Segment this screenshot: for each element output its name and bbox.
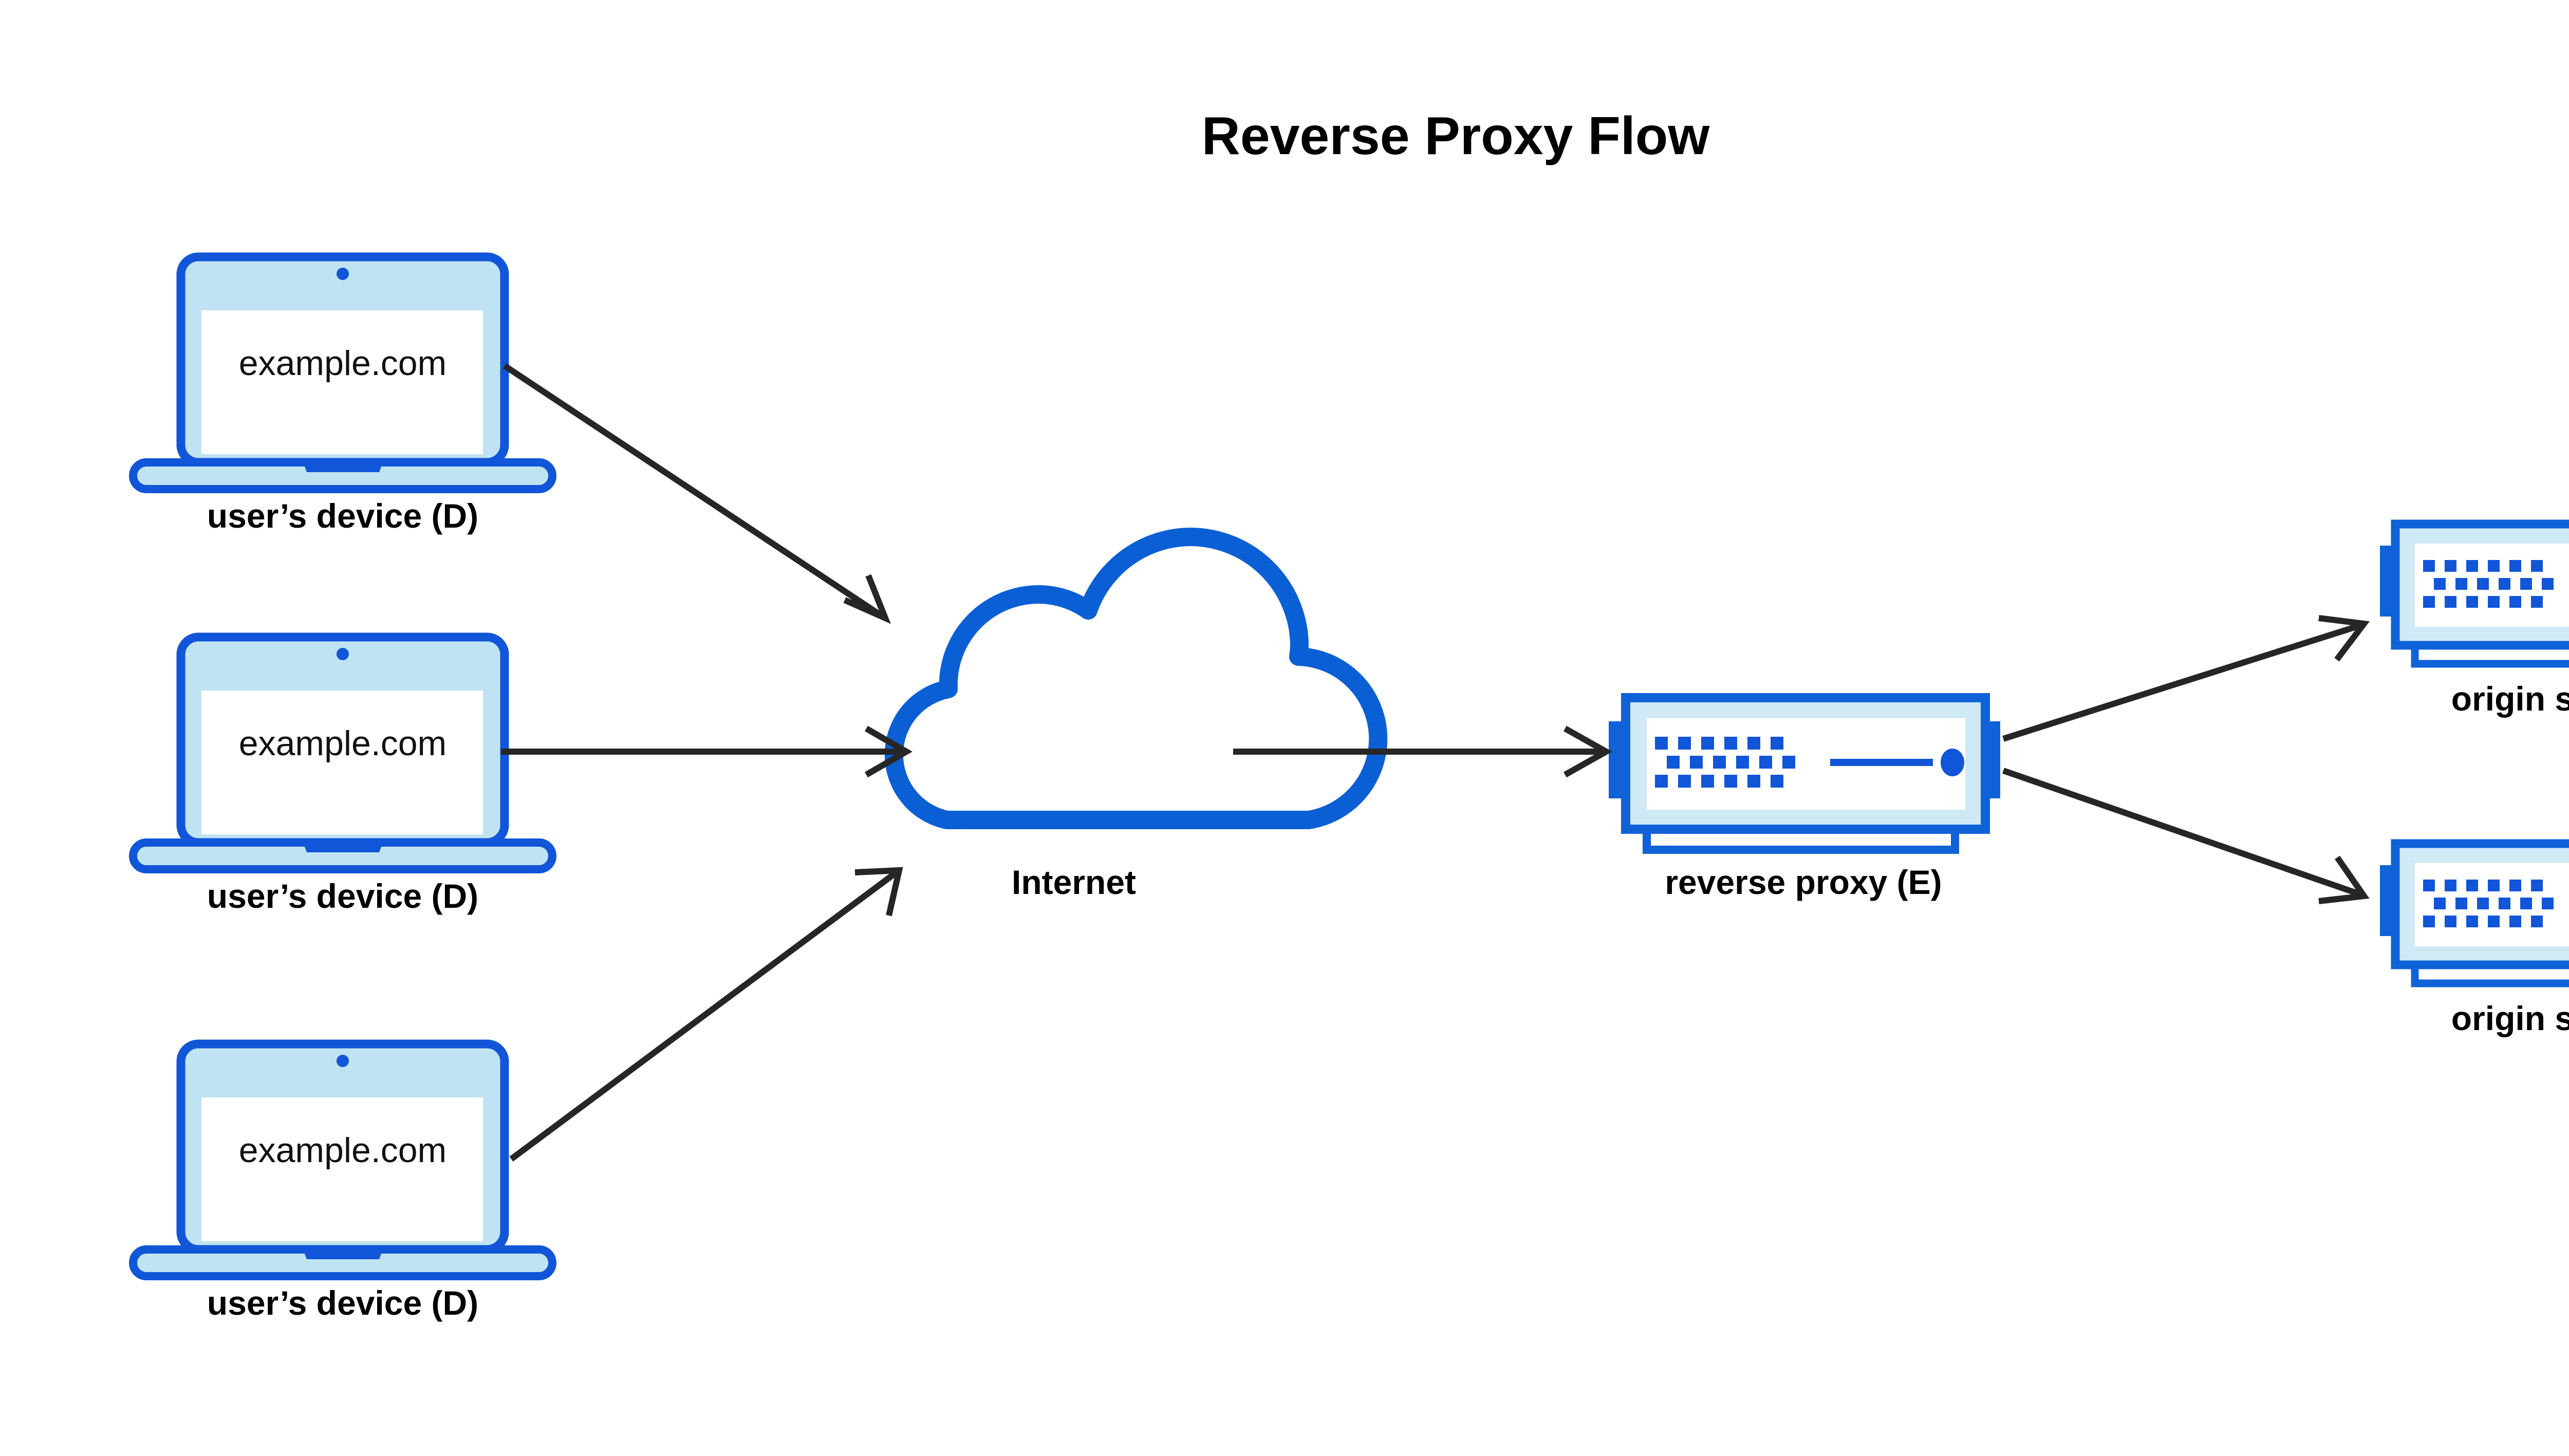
page-title: Reverse Proxy Flow <box>1202 106 1710 166</box>
laptop-trackpad-notch <box>303 843 383 852</box>
client-bottom-screen-text: example.com <box>239 1131 446 1170</box>
server-icon <box>1609 693 2000 854</box>
client-middle-label: user’s device (D) <box>207 877 478 915</box>
client-top-screen-text: example.com <box>239 344 446 383</box>
client-top-label: user’s device (D) <box>207 497 478 535</box>
laptop-base <box>129 838 556 873</box>
origin-top-node[interactable]: origin server (F) <box>2380 519 2569 718</box>
laptop-trackpad-notch <box>303 462 383 472</box>
server-vent-dots <box>1655 737 1795 788</box>
reverse-proxy-node[interactable]: reverse proxy (E) <box>1609 693 2000 901</box>
client-middle-screen-text: example.com <box>239 724 446 763</box>
laptop-trackpad-notch <box>303 1249 383 1259</box>
arrow-client-top-to-internet <box>502 363 891 624</box>
laptop-screen <box>201 1097 483 1241</box>
server-status-led <box>1941 749 1964 776</box>
laptop-icon <box>129 1039 556 1280</box>
arrow-internet-to-proxy <box>1233 725 1613 778</box>
laptop-icon <box>129 252 556 493</box>
server-icon <box>2380 839 2569 987</box>
internet-label: Internet <box>1012 863 1136 901</box>
server-vent-dots <box>2423 560 2554 608</box>
arrow-proxy-to-origin-bottom <box>2002 768 2370 904</box>
origin-bottom-node[interactable]: origin server (F) <box>2380 839 2569 1037</box>
origin-top-label: origin server (F) <box>2451 680 2569 718</box>
client-middle-node[interactable]: example.com user’s device (D) <box>129 632 556 915</box>
camera-icon <box>337 648 349 660</box>
client-bottom-label: user’s device (D) <box>207 1284 478 1322</box>
laptop-base <box>129 1245 556 1280</box>
reverse-proxy-label: reverse proxy (E) <box>1665 863 1942 901</box>
origin-bottom-label: origin server (F) <box>2451 999 2569 1037</box>
laptop-base <box>129 458 556 493</box>
client-bottom-node[interactable]: example.com user’s device (D) <box>129 1039 556 1322</box>
camera-icon <box>337 268 349 280</box>
client-top-node[interactable]: example.com user’s device (D) <box>129 252 556 535</box>
arrow-client-middle-to-internet <box>501 725 913 778</box>
server-icon <box>2380 519 2569 668</box>
server-vent-dots <box>2423 880 2554 927</box>
laptop-screen <box>201 310 483 454</box>
arrow-client-bottom-to-internet <box>509 867 903 1162</box>
server-status-line <box>1830 759 1933 766</box>
camera-icon <box>337 1055 349 1067</box>
laptop-screen <box>201 690 483 834</box>
arrow-proxy-to-origin-top <box>2002 615 2370 742</box>
laptop-icon <box>129 632 556 873</box>
